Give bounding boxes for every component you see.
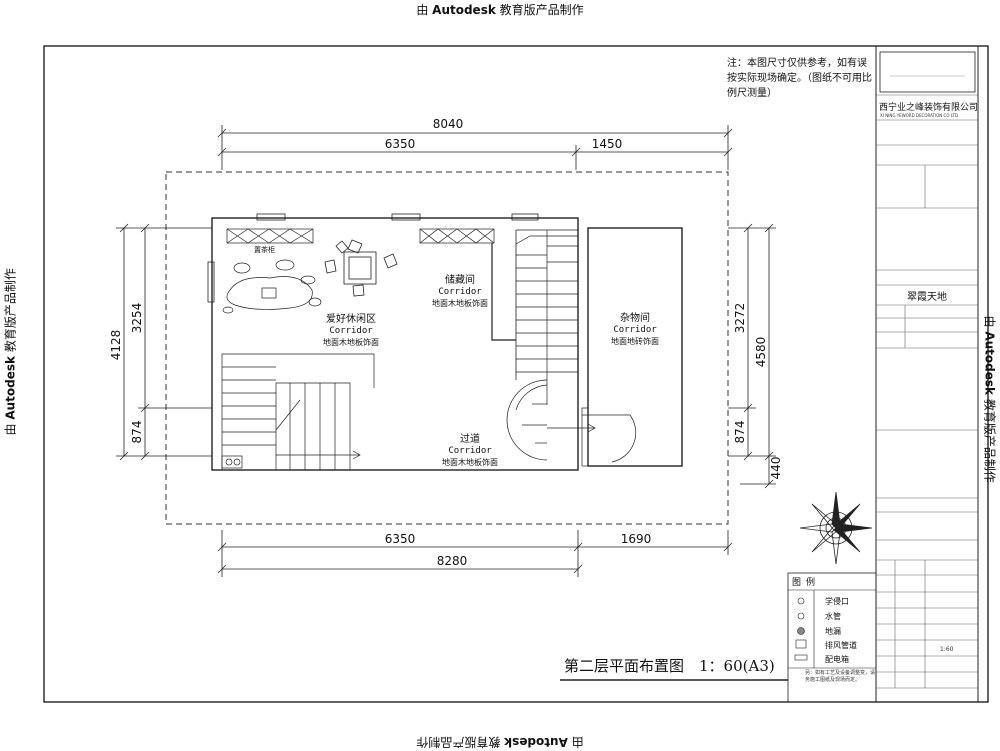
room-utility-name: 杂物间 — [620, 313, 650, 324]
room-storage-name: 储藏间 — [445, 275, 475, 286]
dim-bottom-left: 6350 — [385, 532, 416, 546]
main-room-outline — [211, 217, 579, 471]
legend-box — [787, 572, 877, 703]
room-storage: 储藏间 Corridor 地面木地板饰面 — [415, 274, 505, 309]
dim-top-left: 6350 — [385, 137, 416, 151]
dim-right-outer: 4580 — [754, 337, 768, 368]
watermark-right: 由 Autodesk 教育版产品制作 — [982, 315, 997, 483]
project-name: 翠霞天地 — [907, 292, 947, 303]
company-name-en: XI NING YEWORD DECORATION CO LTD — [880, 113, 958, 118]
watermark-left: 由 Autodesk 教育版产品制作 — [3, 268, 18, 436]
legend-item-floor-drain: 地漏 — [825, 627, 841, 636]
dim-top-right: 1450 — [592, 137, 623, 151]
distribution-box-icon — [794, 654, 808, 661]
legend-item-distribution-box: 配电箱 — [825, 655, 849, 664]
tea-cabinet-label: 置茶柜 — [254, 246, 275, 254]
dim-left-upper: 3254 — [130, 303, 144, 334]
utility-room-outline — [587, 227, 683, 467]
room-utility: 杂物间 Corridor 地面地砖饰面 — [591, 312, 679, 347]
vent-duct-icon — [795, 639, 807, 649]
legend-item-water-pipe: 水管 — [825, 612, 841, 621]
north-compass-icon — [799, 491, 873, 565]
building-outline — [165, 171, 729, 525]
legend-title: 图例 — [792, 578, 821, 588]
company-name: 西宁业之峰装饰有限公司 — [879, 103, 979, 113]
dim-bottom-total: 8280 — [437, 554, 468, 568]
sheet-border — [43, 45, 989, 703]
outlet-icon — [797, 597, 805, 605]
room-hobby-en: Corridor — [329, 326, 373, 336]
dim-top-total: 8040 — [433, 117, 464, 131]
dim-bottom-right: 1690 — [621, 532, 652, 546]
dim-right-bottom: 440 — [769, 457, 783, 480]
drawing-note: 注：本图尺寸仅供参考，如有误按实际现场确定。（图纸不可用比例尺测量） — [727, 58, 872, 99]
room-corridor-floor: 地面木地板饰面 — [442, 458, 498, 467]
room-hobby-area: 爱好休闲区 Corridor 地面木地板饰面 — [306, 313, 396, 348]
dim-left-outer: 4128 — [109, 330, 123, 361]
watermark-bottom: 由 Autodesk 教育版产品制作 — [416, 735, 584, 749]
legend-item-outlet: 学侵口 — [825, 597, 849, 606]
room-corridor-en: Corridor — [448, 446, 492, 456]
dim-left-lower: 874 — [130, 421, 144, 444]
room-corridor: 过道 Corridor 地面木地板饰面 — [420, 433, 520, 468]
water-pipe-icon — [797, 612, 805, 620]
room-utility-floor: 地面地砖饰面 — [611, 337, 659, 346]
room-storage-en: Corridor — [438, 287, 482, 297]
room-corridor-name: 过道 — [460, 434, 480, 445]
legend-item-vent-duct: 排风管道 — [825, 641, 857, 650]
room-storage-floor: 地面木地板饰面 — [432, 299, 488, 308]
dim-right-upper: 3272 — [733, 303, 747, 334]
scale-value: 1:60 — [940, 646, 954, 653]
room-hobby-name: 爱好休闲区 — [326, 314, 376, 325]
legend-note: 另：如有工艺及设备调整变，请务施工图纸及现场而定。 — [805, 670, 876, 683]
watermark-top: 由 Autodesk 教育版产品制作 — [416, 3, 584, 17]
drawing-title: 第二层平面布置图 1：60(A3) — [564, 657, 775, 675]
dim-right-lower: 874 — [733, 421, 747, 444]
room-hobby-floor: 地面木地板饰面 — [323, 338, 379, 347]
floor-drain-icon — [797, 627, 805, 635]
room-utility-en: Corridor — [613, 325, 657, 335]
